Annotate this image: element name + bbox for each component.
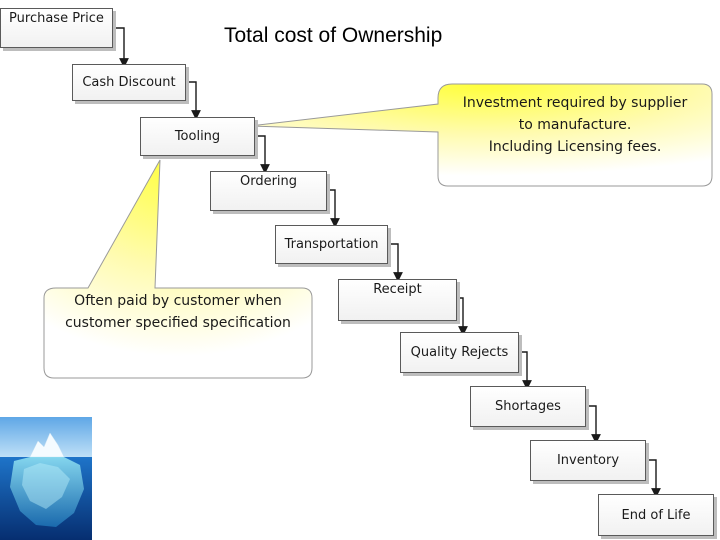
tooling-callout-bubble <box>249 83 713 187</box>
purchase-price-box: Purchase Price <box>0 8 113 48</box>
customer-callout-bubble <box>43 159 313 379</box>
inventory-box: Inventory <box>530 440 646 481</box>
iceberg-picture <box>0 417 92 540</box>
purchase-price-label: Purchase Price <box>9 11 104 26</box>
quality-rejects-box: Quality Rejects <box>400 332 519 373</box>
end-of-life-box: End of Life <box>598 494 714 536</box>
cash-discount-label: Cash Discount <box>82 75 176 90</box>
arrow-shortages-to-inventory <box>586 405 601 444</box>
tooling-callout-text: Investment required by supplier to manuf… <box>438 92 712 158</box>
arrow-inventory-to-endoflife <box>646 459 661 498</box>
arrow-ordering-to-transportation <box>327 189 340 228</box>
inventory-label: Inventory <box>556 453 620 468</box>
quality-rejects-label: Quality Rejects <box>410 345 509 360</box>
tooling-box: Tooling <box>140 117 255 156</box>
arrow-purchase-to-cash <box>113 27 129 68</box>
tooling-callout-line-2: to manufacture. <box>518 117 632 133</box>
arrow-quality-to-shortages <box>519 351 532 390</box>
shortages-box: Shortages <box>470 386 586 427</box>
arrow-receipt-to-quality <box>457 297 468 336</box>
receipt-box: Receipt <box>338 279 457 321</box>
customer-callout-text: Often paid by customer when customer spe… <box>44 290 312 334</box>
transportation-box: Transportation <box>275 225 388 264</box>
ordering-box: Ordering <box>210 171 327 211</box>
arrow-cash-to-tooling <box>186 81 201 120</box>
tooling-label: Tooling <box>174 129 221 144</box>
ordering-label: Ordering <box>239 174 298 189</box>
flow-arrows <box>113 27 661 498</box>
arrow-tooling-to-ordering <box>255 135 270 174</box>
tooling-callout-line-3: Including Licensing fees. <box>488 139 662 155</box>
receipt-label: Receipt <box>373 282 422 297</box>
shortages-label: Shortages <box>495 399 561 414</box>
transportation-label: Transportation <box>284 237 379 252</box>
tooling-callout-line-1: Investment required by supplier <box>462 95 688 111</box>
diagram-title: Total cost of Ownership <box>224 24 443 47</box>
arrow-transportation-to-receipt <box>388 243 403 282</box>
customer-callout-line-2: customer specified specification <box>65 315 291 331</box>
cash-discount-box: Cash Discount <box>72 64 186 101</box>
customer-callout-line-1: Often paid by customer when <box>74 293 282 309</box>
end-of-life-label: End of Life <box>621 507 691 523</box>
